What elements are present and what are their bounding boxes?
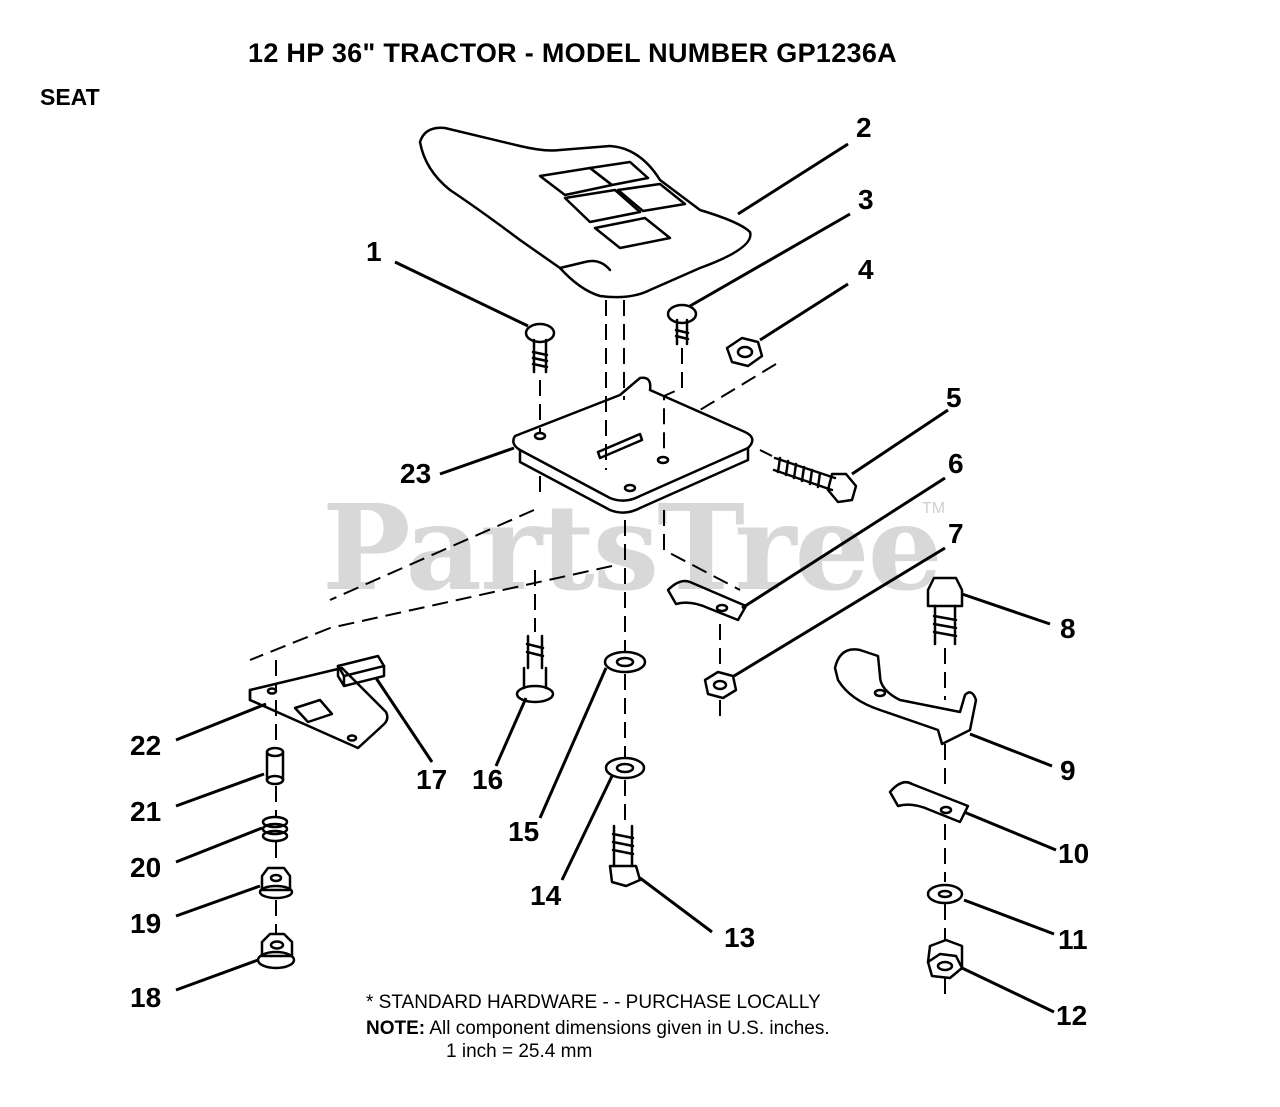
callout-3: 3: [858, 184, 874, 215]
conversion-note: 1 inch = 25.4 mm: [446, 1041, 593, 1062]
hex-bolt-8: [926, 576, 964, 646]
callout-15: 15: [508, 816, 540, 847]
washer-15: [603, 650, 647, 674]
callout-23: 23: [400, 458, 432, 489]
callout-1: 1: [366, 236, 382, 267]
seat-plate-23: [512, 376, 754, 514]
dimensions-note: NOTE: All component dimensions given in …: [366, 1018, 830, 1040]
block-17: [336, 654, 386, 688]
leader-lines: [175, 142, 1057, 1014]
note-text: All component dimensions given in U.S. i…: [429, 1018, 830, 1039]
callout-21: 21: [130, 796, 162, 827]
standard-hardware-note: * STANDARD HARDWARE - - PURCHASE LOCALLY: [366, 992, 821, 1013]
spring-20: [261, 815, 289, 843]
callout-8: 8: [1060, 613, 1076, 644]
section-label: SEAT: [40, 84, 100, 110]
callout-11: 11: [1058, 924, 1088, 955]
seat-part: [418, 126, 752, 299]
callout-22: 22: [130, 730, 162, 761]
callout-12: 12: [1056, 1000, 1088, 1031]
callout-9: 9: [1060, 755, 1076, 786]
shoulder-bolt-16: [515, 634, 555, 704]
washer-14: [604, 756, 646, 780]
screw-3: [666, 303, 698, 346]
bracket-9: [833, 648, 978, 746]
shoulder-bolt-5: [772, 456, 858, 504]
washer-11: [926, 883, 964, 905]
nut-4: [725, 336, 764, 368]
callout-7: 7: [948, 518, 964, 549]
pin-21: [265, 746, 285, 786]
flange-nut-19: [258, 866, 294, 900]
carriage-bolt-1: [524, 322, 556, 374]
note-label: NOTE:: [366, 1018, 426, 1039]
callout-10: 10: [1058, 838, 1090, 869]
callout-2: 2: [856, 112, 872, 143]
callout-17: 17: [416, 764, 448, 795]
callout-6: 6: [948, 448, 964, 479]
spring-clip-10: [888, 781, 970, 824]
lock-nut-7: [703, 670, 738, 700]
spring-clip-6: [666, 579, 748, 622]
callout-13: 13: [724, 922, 756, 953]
callout-20: 20: [130, 852, 162, 883]
diagram-title: 12 HP 36" TRACTOR - MODEL NUMBER GP1236A: [248, 38, 897, 68]
callout-19: 19: [130, 908, 162, 939]
flange-lock-nut-18: [256, 932, 296, 970]
callout-16: 16: [472, 764, 504, 795]
callout-18: 18: [130, 982, 162, 1013]
callout-4: 4: [858, 254, 874, 285]
lock-nut-12: [926, 938, 964, 980]
latch-plate-22: [248, 666, 389, 750]
assembly-guide-lines: [249, 300, 946, 1000]
callout-14: 14: [530, 880, 562, 911]
bolt-13: [608, 824, 642, 888]
callout-5: 5: [946, 382, 962, 413]
watermark-trademark: TM: [922, 500, 946, 517]
